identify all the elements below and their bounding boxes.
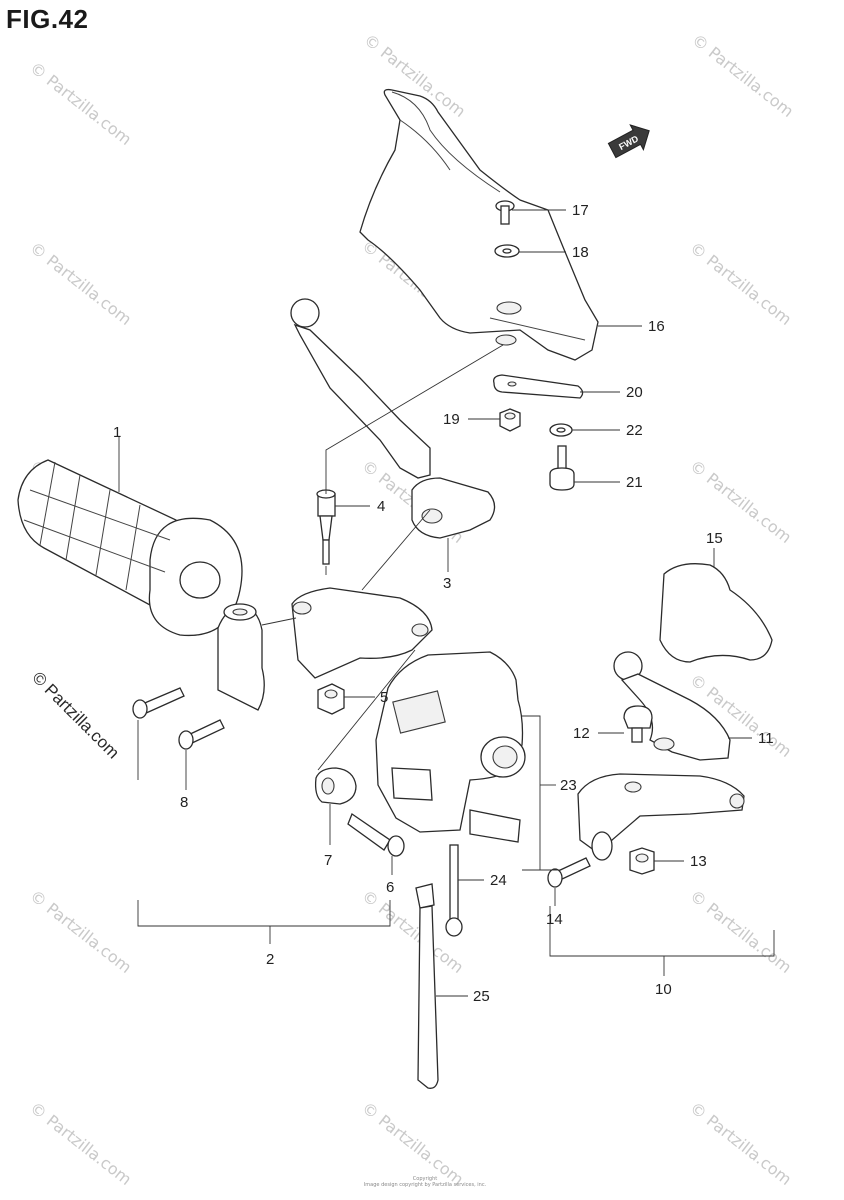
callout-6: 6 bbox=[386, 879, 395, 896]
screw-6 bbox=[347, 813, 405, 857]
figure-title: FIG.42 bbox=[6, 4, 89, 34]
copyright-line-1: Copyright bbox=[412, 1176, 438, 1182]
cable-tie-25 bbox=[415, 883, 439, 1089]
callout-16: 16 bbox=[648, 318, 665, 335]
washer-22 bbox=[549, 423, 573, 437]
nut-19 bbox=[499, 408, 521, 432]
nut-13 bbox=[629, 847, 655, 875]
callout-5: 5 bbox=[380, 689, 389, 706]
handlebar-switch bbox=[375, 651, 526, 843]
callout-17: 17 bbox=[572, 202, 589, 219]
callout-21: 21 bbox=[626, 474, 643, 491]
callout-3: 3 bbox=[443, 575, 452, 592]
screw-24 bbox=[445, 844, 463, 937]
lever-bracket bbox=[291, 587, 433, 679]
pin-12 bbox=[623, 705, 653, 743]
nut-5 bbox=[317, 683, 345, 715]
callout-20: 20 bbox=[626, 384, 643, 401]
callout-1: 1 bbox=[113, 424, 122, 441]
callout-19: 19 bbox=[443, 411, 460, 428]
washer-18 bbox=[494, 244, 520, 258]
bolt-21 bbox=[549, 445, 575, 491]
callout-15: 15 bbox=[706, 530, 723, 547]
callout-24: 24 bbox=[490, 872, 507, 889]
leader-lines bbox=[118, 209, 775, 997]
fwd-arrow-icon: FWD bbox=[607, 124, 650, 159]
lever-holder-10 bbox=[577, 773, 745, 861]
handle-grip bbox=[17, 459, 243, 637]
callout-12: 12 bbox=[573, 725, 590, 742]
callout-2: 2 bbox=[266, 951, 275, 968]
callout-22: 22 bbox=[626, 422, 643, 439]
copyright-note: Copyright Image design copyright by Part… bbox=[350, 1176, 500, 1188]
callout-7: 7 bbox=[324, 852, 333, 869]
clamp-7 bbox=[314, 767, 357, 805]
plate-20 bbox=[493, 374, 584, 399]
callout-18: 18 bbox=[572, 244, 589, 261]
lever-holder bbox=[217, 603, 265, 711]
callout-23: 23 bbox=[560, 777, 577, 794]
bolt-17 bbox=[495, 200, 515, 225]
callout-10: 10 bbox=[655, 981, 672, 998]
callout-14: 14 bbox=[546, 911, 563, 928]
lever-cover-15 bbox=[659, 563, 773, 663]
callout-11: 11 bbox=[758, 730, 774, 747]
callout-4: 4 bbox=[377, 498, 386, 515]
callout-13: 13 bbox=[690, 853, 707, 870]
screw-8b bbox=[178, 719, 225, 750]
hand-guard bbox=[359, 88, 599, 361]
hot-start-lever-11 bbox=[613, 651, 731, 761]
screw-14 bbox=[547, 857, 591, 888]
pivot-bolt-4 bbox=[316, 489, 336, 565]
clutch-lever bbox=[290, 298, 496, 539]
screw-8a bbox=[132, 687, 185, 719]
callout-25: 25 bbox=[473, 988, 490, 1005]
callout-8: 8 bbox=[180, 794, 189, 811]
copyright-line-2: Image design copyright by Partzilla serv… bbox=[363, 1182, 487, 1188]
